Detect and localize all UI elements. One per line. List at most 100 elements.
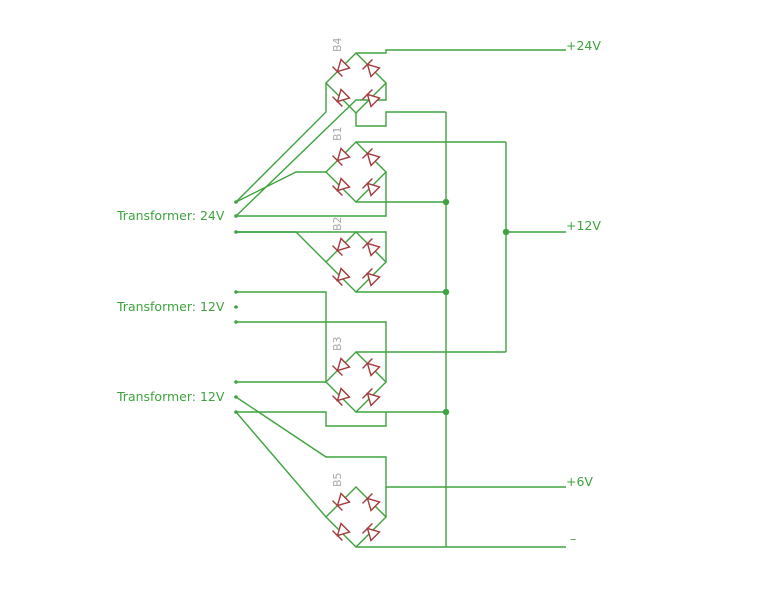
transformer-label-12v-a: Transformer: 12V	[116, 299, 225, 314]
diode	[332, 88, 351, 107]
transformer-label-24v: Transformer: 24V	[116, 208, 225, 223]
tx24-d	[236, 231, 327, 263]
bridge-ref-b5: B5	[331, 472, 344, 487]
diode	[362, 89, 381, 108]
tx12b-4	[235, 411, 327, 518]
diode-bar	[362, 523, 373, 534]
diode-triangle	[366, 362, 381, 377]
diode	[362, 493, 381, 512]
tx12b-3	[235, 396, 387, 517]
b1-ac	[236, 172, 387, 217]
junction-dot	[442, 198, 450, 206]
junction-dot	[442, 288, 450, 296]
transformer-pin	[234, 380, 238, 384]
junction-dot	[502, 228, 510, 236]
diode-triangle	[336, 267, 351, 282]
diode-triangle	[366, 182, 381, 197]
diode-triangle	[366, 63, 381, 78]
bridge-ref-b2: B2	[331, 216, 344, 231]
diode	[332, 492, 351, 511]
diode-bar	[332, 530, 343, 541]
tx12b-2	[236, 411, 387, 427]
diode	[362, 238, 381, 257]
diode-triangle	[336, 357, 351, 372]
diode-bar	[332, 155, 343, 166]
diode-bar	[332, 275, 343, 286]
bridge-outline	[325, 141, 387, 203]
diode-bar	[362, 59, 373, 70]
diode-triangle	[336, 237, 351, 252]
diode	[332, 357, 351, 376]
diode-triangle	[336, 177, 351, 192]
diode	[332, 267, 351, 286]
diode	[332, 147, 351, 166]
bridge-ref-b3: B3	[331, 336, 344, 351]
diode-bar	[332, 500, 343, 511]
bridge-b1	[325, 141, 387, 203]
diode-bar	[332, 365, 343, 376]
diode	[362, 59, 381, 78]
bridge-b2	[325, 231, 387, 293]
transformer-pins	[234, 200, 238, 414]
diode-triangle	[366, 272, 381, 287]
diode-bar	[332, 66, 343, 77]
diode-bar	[362, 238, 373, 249]
transformer-pin	[234, 230, 238, 234]
diode-triangle	[366, 93, 381, 108]
diode-triangle	[336, 88, 351, 103]
b4-negative	[355, 111, 446, 127]
diode-triangle	[366, 497, 381, 512]
diode-triangle	[336, 492, 351, 507]
diode	[362, 268, 381, 287]
diode-triangle	[366, 392, 381, 407]
diode-triangle	[366, 152, 381, 167]
tx24-a	[235, 83, 327, 203]
junction-dot	[442, 408, 450, 416]
bridge-b4	[325, 52, 387, 114]
output-label-24v: +24V	[566, 38, 601, 53]
diode	[362, 523, 381, 542]
diode-triangle	[336, 387, 351, 402]
output-label-12v: +12V	[566, 218, 601, 233]
transformer-pin	[234, 214, 238, 218]
diode	[332, 177, 351, 196]
diode-bar	[332, 185, 343, 196]
bridge-ref-b4: B4	[331, 37, 344, 52]
bridge-outline	[325, 231, 387, 293]
diode-bar	[362, 89, 373, 100]
junctions	[442, 198, 510, 416]
bridge-outline	[325, 52, 387, 114]
diode	[332, 387, 351, 406]
diode-bar	[362, 388, 373, 399]
transformer-pin	[234, 320, 238, 324]
wires	[235, 49, 566, 548]
diode-bar	[362, 148, 373, 159]
diode-triangle	[366, 527, 381, 542]
diode	[362, 178, 381, 197]
diode-bar	[362, 268, 373, 279]
diode-bar	[332, 245, 343, 256]
diode-bar	[362, 178, 373, 189]
diode	[332, 237, 351, 256]
diode	[362, 148, 381, 167]
bridge-outline	[325, 486, 387, 548]
bridge-outline	[325, 351, 387, 413]
transformer-pin	[234, 200, 238, 204]
diode-triangle	[336, 147, 351, 162]
bridge-ref-b1: B1	[331, 126, 344, 141]
rail-24v	[356, 49, 566, 54]
bridge-rectifiers	[325, 52, 387, 548]
tx24-c	[235, 171, 326, 203]
output-label-ground: –	[570, 531, 576, 546]
diode-triangle	[336, 58, 351, 73]
diode-bar	[332, 395, 343, 406]
diode	[362, 358, 381, 377]
diode-bar	[362, 493, 373, 504]
diode	[332, 58, 351, 77]
bridge-b5	[325, 486, 387, 548]
transformer-pin	[234, 305, 238, 309]
diode-bar	[332, 96, 343, 107]
transformer-label-12v-b: Transformer: 12V	[116, 389, 225, 404]
bridge-b3	[325, 351, 387, 413]
tx12a-1	[236, 291, 327, 382]
